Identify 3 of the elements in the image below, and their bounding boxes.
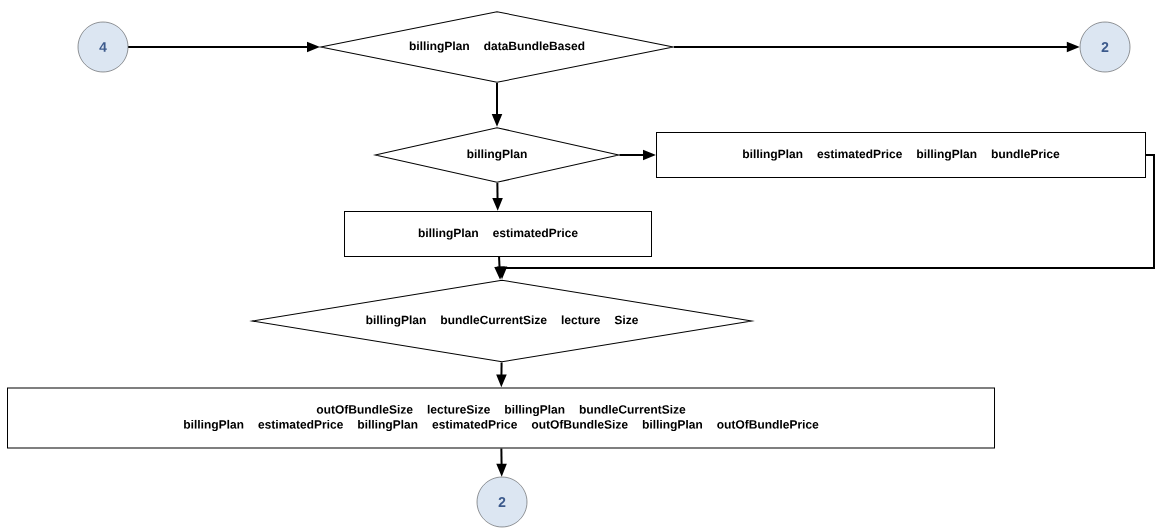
process-box: outOfBundleSize lectureSize billingPlan bundleCurrentSize billingPlan estimatedPrice billingPlan estimatedPrice outOfBundleSize billingPlan outOfBundlePrice bbox=[7, 387, 995, 449]
process-box: billingPlan estimatedPrice billingPlan bundlePrice bbox=[656, 132, 1146, 178]
process-box: billingPlan estimatedPrice bbox=[344, 211, 652, 257]
